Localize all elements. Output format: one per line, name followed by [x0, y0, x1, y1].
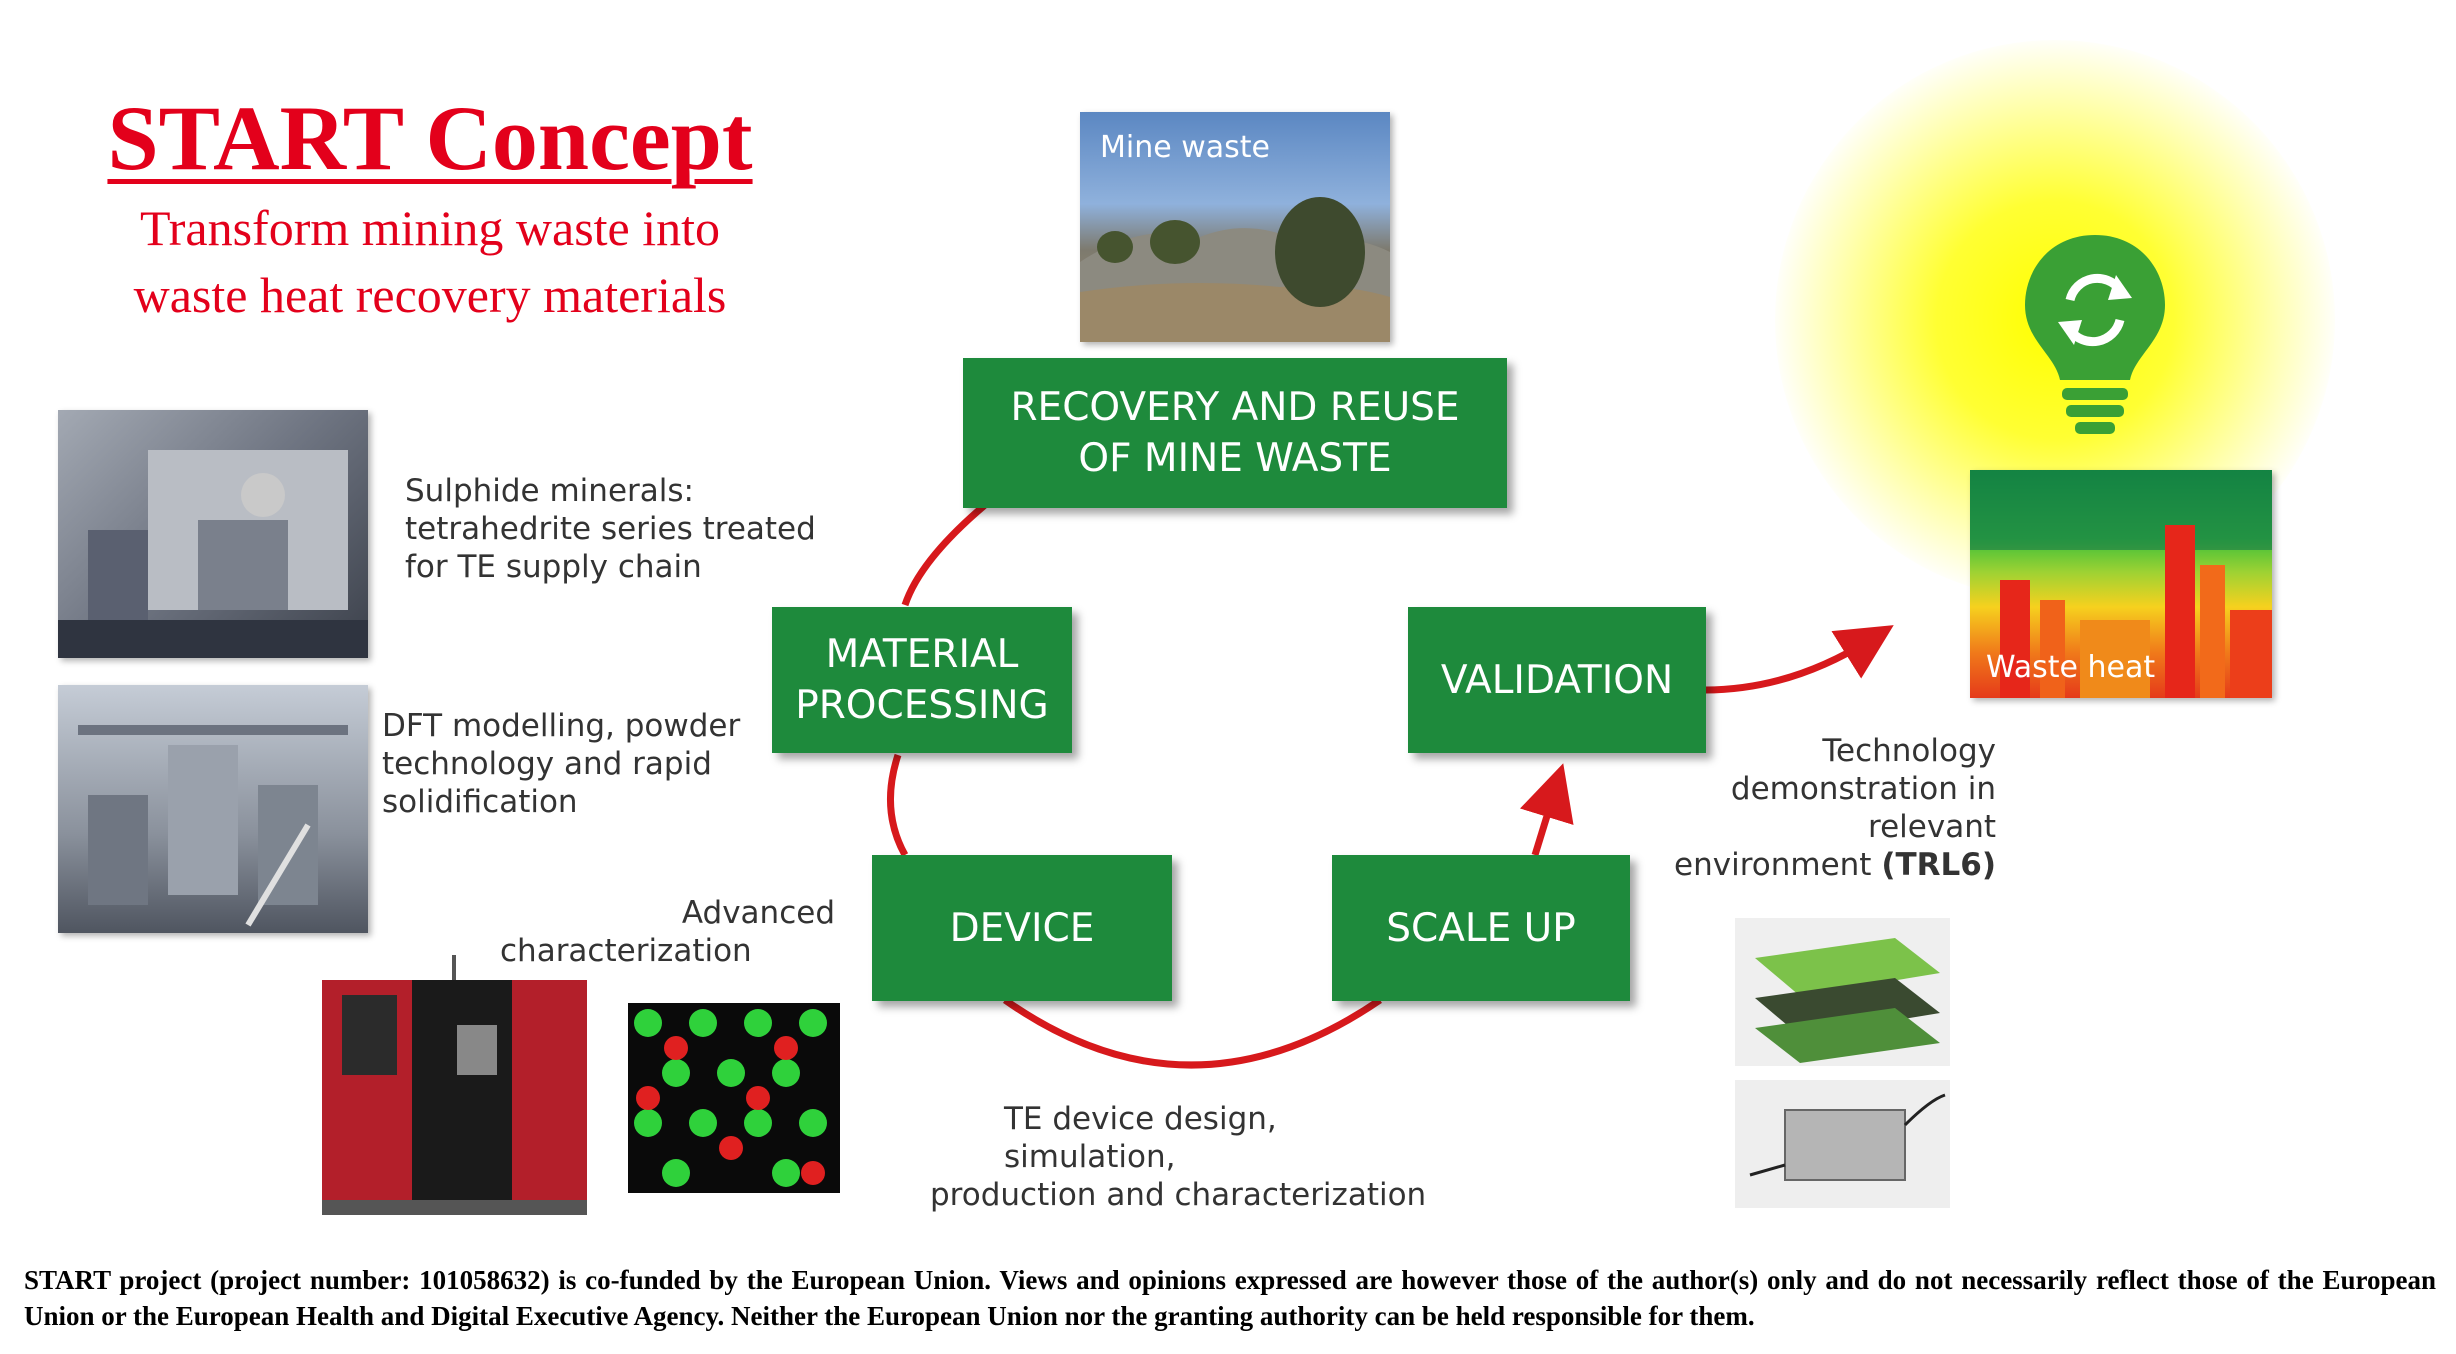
box-validation: VALIDATION	[1408, 607, 1706, 753]
funding-disclaimer: START project (project number: 101058632…	[24, 1265, 2436, 1331]
note-dft-line-3: solidification	[382, 784, 578, 820]
note-advanced-line-2: characterization	[500, 933, 752, 969]
te-module-illustration	[1755, 938, 1940, 1063]
plant-illustration-top	[58, 450, 368, 658]
note-dft-line-2: technology and rapid	[382, 746, 712, 782]
arrow-validation-to-heat	[1704, 625, 1894, 694]
mine-waste-label: Mine waste	[1100, 130, 1270, 165]
arc-material-to-device	[887, 753, 909, 857]
lightbulb-recycle-icon	[2020, 230, 2170, 440]
mine-waste-illustration	[1080, 197, 1390, 342]
note-sulphide-line-1: Sulphide minerals:	[405, 473, 694, 509]
box-recovery-line-2: OF MINE WASTE	[1078, 436, 1392, 481]
note-te-device-design: TE device design, simulation, production…	[930, 1100, 1450, 1214]
note-advanced-line-1: Advanced	[681, 895, 835, 931]
box-scale-up: SCALE UP	[1332, 855, 1630, 1001]
note-sulphide-minerals: Sulphide minerals: tetrahedrite series t…	[405, 472, 816, 586]
microscopy-image	[628, 1003, 840, 1193]
note-tech-trl: (TRL6)	[1881, 847, 1996, 883]
te-module-photo	[1735, 1080, 1950, 1208]
page-subtitle: Transform mining waste into waste heat r…	[0, 195, 860, 329]
arc-recovery-to-material	[901, 502, 988, 607]
box-recovery-line-1: RECOVERY AND REUSE	[1010, 385, 1460, 430]
box-material-processing: MATERIAL PROCESSING	[772, 607, 1072, 753]
note-tech-line-2: demonstration in relevant	[1730, 771, 1996, 845]
note-dft-modelling: DFT modelling, powder technology and rap…	[382, 707, 740, 821]
plant-illustration-bottom	[78, 725, 348, 927]
note-tech-line-3-wrap: environment (TRL6)	[1600, 846, 1996, 884]
box-material-line-1: MATERIAL	[825, 632, 1019, 677]
te-module-photo-illustration	[1749, 1093, 1946, 1181]
box-recovery-reuse: RECOVERY AND REUSE OF MINE WASTE	[963, 358, 1507, 508]
note-te-line-2: production and characterization	[930, 1177, 1427, 1213]
note-dft-line-1: DFT modelling, powder	[382, 708, 741, 744]
note-advanced-characterization: Advanced characterization	[500, 894, 835, 970]
note-tech-line-3: environment	[1674, 847, 1872, 883]
mine-waste-photo: Mine waste	[1080, 112, 1390, 342]
te-module-render	[1735, 918, 1950, 1066]
waste-heat-label: Waste heat	[1986, 650, 2156, 685]
microscopy-illustration	[634, 1009, 827, 1187]
arc-device-to-scaleup	[1002, 997, 1382, 1069]
characterization-instrument	[312, 950, 597, 1230]
lightbulb-svg	[2025, 235, 2165, 434]
arrow-scaleup-to-validation	[1520, 763, 1574, 857]
plant-photo-top	[58, 410, 368, 658]
page-title: START Concept	[107, 87, 753, 189]
subtitle-line-1: Transform mining waste into	[139, 200, 721, 256]
note-sulphide-line-3: for TE supply chain	[405, 549, 702, 585]
note-tech-line-1: Technology	[1822, 733, 1996, 769]
thermal-skyline-illustration	[1970, 470, 2272, 698]
note-te-line-1: TE device design, simulation,	[1004, 1101, 1277, 1175]
waste-heat-thermal-image: Waste heat	[1970, 470, 2272, 698]
note-technology-demonstration: Technology demonstration in relevant env…	[1600, 732, 1996, 884]
note-sulphide-line-2: tetrahedrite series treated	[405, 511, 816, 547]
instrument-illustration	[322, 955, 587, 1215]
plant-photo-bottom	[58, 685, 368, 933]
subtitle-line-2: waste heat recovery materials	[133, 267, 727, 323]
box-material-line-2: PROCESSING	[795, 683, 1049, 728]
box-device: DEVICE	[872, 855, 1172, 1001]
